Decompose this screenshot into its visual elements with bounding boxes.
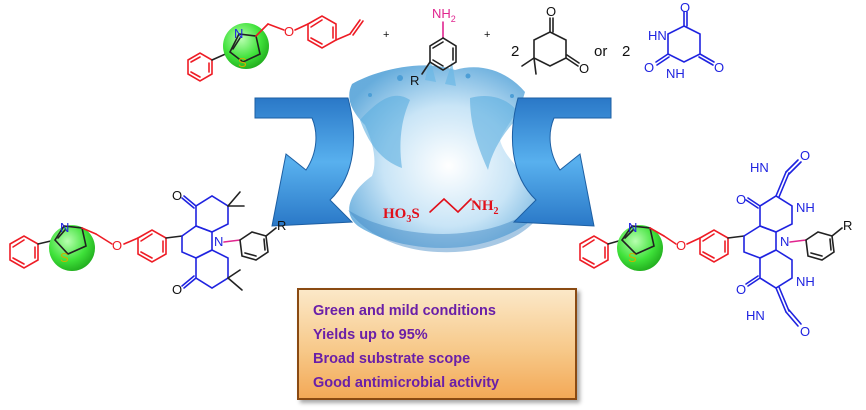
atom-S: S — [238, 55, 247, 70]
reactant-barbituric-acid: O HN O NH O — [644, 0, 724, 81]
atom-O-left-bottom: O — [172, 282, 182, 297]
or-label: or — [594, 43, 607, 60]
atom-N-right-thiazole: N — [628, 220, 637, 235]
atom-O-right-1: O — [736, 192, 746, 207]
atom-O-left-top: O — [172, 188, 182, 203]
condition-line-2: Yields up to 95% — [313, 327, 428, 343]
condition-line-4: Good antimicrobial activity — [313, 375, 500, 391]
atom-O-right-3: O — [736, 282, 746, 297]
atom-HN-right-2: HN — [746, 308, 765, 323]
atom-N-left-thiazole: N — [60, 220, 69, 235]
atom-O-right-linker: O — [676, 238, 686, 253]
atom-O-right-2: O — [800, 148, 810, 163]
conditions-box: Green and mild conditions Yields up to 9… — [297, 288, 577, 400]
catalyst-amine: NH2 — [471, 198, 499, 217]
water-splash-image — [348, 58, 548, 253]
atom-HN-right-1: HN — [750, 160, 769, 175]
atom-O-barb-3: O — [714, 60, 724, 75]
atom-N-right-pyridine: N — [780, 234, 789, 249]
atom-O-dimedone-1: O — [546, 4, 556, 19]
taurine-catalyst: HO3S NH2 — [383, 197, 499, 225]
atom-S-right-thiazole: S — [628, 250, 637, 265]
atom-NH-right-2: NH — [796, 274, 815, 289]
reactant-aniline: NH2 R — [410, 6, 457, 88]
atom-O-barb-1: O — [680, 0, 690, 15]
condition-line-3: Broad substrate scope — [313, 351, 471, 367]
catalyst-formula: HO3S — [383, 206, 420, 225]
product-pyridodipyrimidine: N S O O HN O NH O HN O NH — [579, 148, 852, 339]
atom-O-barb-2: O — [644, 60, 654, 75]
coefficient-barbituric: 2 — [622, 43, 630, 60]
left-curved-arrow — [254, 97, 355, 227]
plus-sign-2: + — [484, 29, 490, 41]
reactant-thiazole-aldehyde: N S O — [187, 15, 364, 82]
atom-O-left-linker: O — [112, 238, 122, 253]
atom-HN-barb: HN — [648, 28, 667, 43]
atom-N: N — [234, 26, 243, 41]
atom-NH-barb: NH — [666, 66, 685, 81]
coefficient-dimedone: 2 — [511, 43, 519, 60]
right-curved-arrow — [511, 97, 612, 227]
atom-R-left: R — [277, 218, 286, 233]
reactant-dimedone: O O — [521, 4, 589, 76]
atom-O: O — [284, 24, 294, 39]
atom-NH2: NH2 — [432, 6, 456, 24]
atom-R-reactant: R — [410, 73, 419, 88]
condition-line-1: Green and mild conditions — [313, 303, 496, 319]
atom-S-left-thiazole: S — [60, 250, 69, 265]
atom-O-right-4: O — [800, 324, 810, 339]
atom-O-dimedone-2: O — [579, 61, 589, 76]
atom-R-right: R — [843, 218, 852, 233]
atom-NH-right-1: NH — [796, 200, 815, 215]
atom-N-left-dhp: N — [214, 234, 223, 249]
thiazole-highlight-left — [49, 225, 95, 271]
product-acridinedione: N S O O O N R — [9, 188, 286, 297]
plus-sign-1: + — [383, 29, 389, 41]
